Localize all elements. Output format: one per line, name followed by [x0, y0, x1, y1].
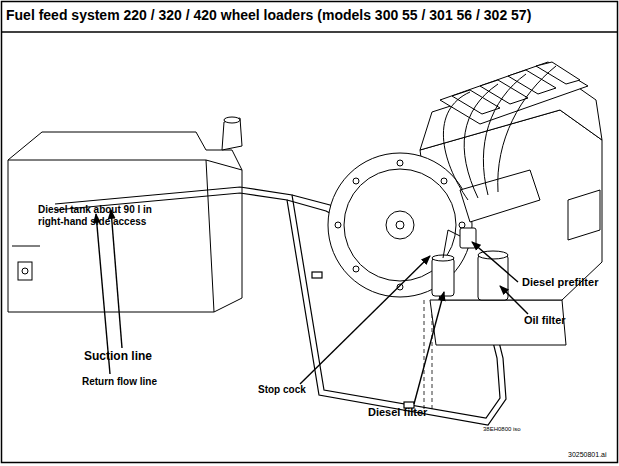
diesel-tank: [12, 246, 40, 247]
leader-arrow: [300, 256, 430, 384]
engine: [460, 170, 540, 222]
diesel-tank: [8, 132, 242, 312]
part-label: Diesel filter: [368, 406, 427, 419]
leader-arrow: [96, 210, 528, 404]
engine: [568, 190, 600, 240]
injection-line: [498, 66, 556, 192]
tank-label: Diesel tank about 90 l in right-hand sid…: [38, 204, 178, 227]
engine: [335, 222, 341, 228]
engine: [430, 300, 566, 345]
leader-arrow: [500, 286, 528, 314]
frame: [2, 31, 618, 33]
diesel-tank: [206, 160, 214, 312]
title: Fuel feed system 220 / 320 / 420 wheel l…: [6, 7, 531, 23]
diesel-tank: [224, 117, 240, 123]
leader-arrow: [472, 242, 518, 282]
engine: [353, 266, 359, 272]
injection-line: [483, 74, 526, 195]
engine: [386, 211, 414, 239]
line-label: Suction line: [84, 350, 152, 364]
part-label: Oil filter: [524, 314, 566, 327]
engine: [478, 255, 508, 300]
diesel-tank: [22, 268, 28, 274]
engine: [440, 62, 588, 124]
diesel-tank: [18, 262, 32, 280]
engine: [536, 62, 580, 84]
engine: [460, 228, 476, 248]
injection-line: [443, 66, 556, 258]
dashed-line: [424, 300, 432, 412]
part-label: Stop cock: [258, 384, 306, 396]
engine: [432, 258, 454, 296]
leader-arrow: [111, 210, 122, 348]
diesel-tank: [222, 118, 242, 150]
injection-line: [443, 230, 460, 258]
file-name: 30250801.ai: [568, 451, 607, 459]
engine: [441, 178, 447, 184]
engine: [328, 153, 472, 297]
engine: [328, 62, 602, 345]
engine: [397, 160, 403, 166]
injection-line: [464, 84, 498, 198]
fuel-line: [312, 272, 322, 278]
engine: [478, 251, 508, 259]
part-label: Diesel prefilter: [522, 276, 598, 289]
line-label: Return flow line: [82, 376, 157, 388]
dashed-line: [424, 300, 425, 410]
engine: [353, 178, 359, 184]
injection-line: [443, 92, 470, 200]
leader-arrow: [414, 292, 444, 404]
diesel-tank: [8, 117, 242, 312]
engine: [396, 221, 404, 229]
engine: [459, 222, 465, 228]
drawing-code: 38EH0800 iso: [483, 426, 521, 433]
